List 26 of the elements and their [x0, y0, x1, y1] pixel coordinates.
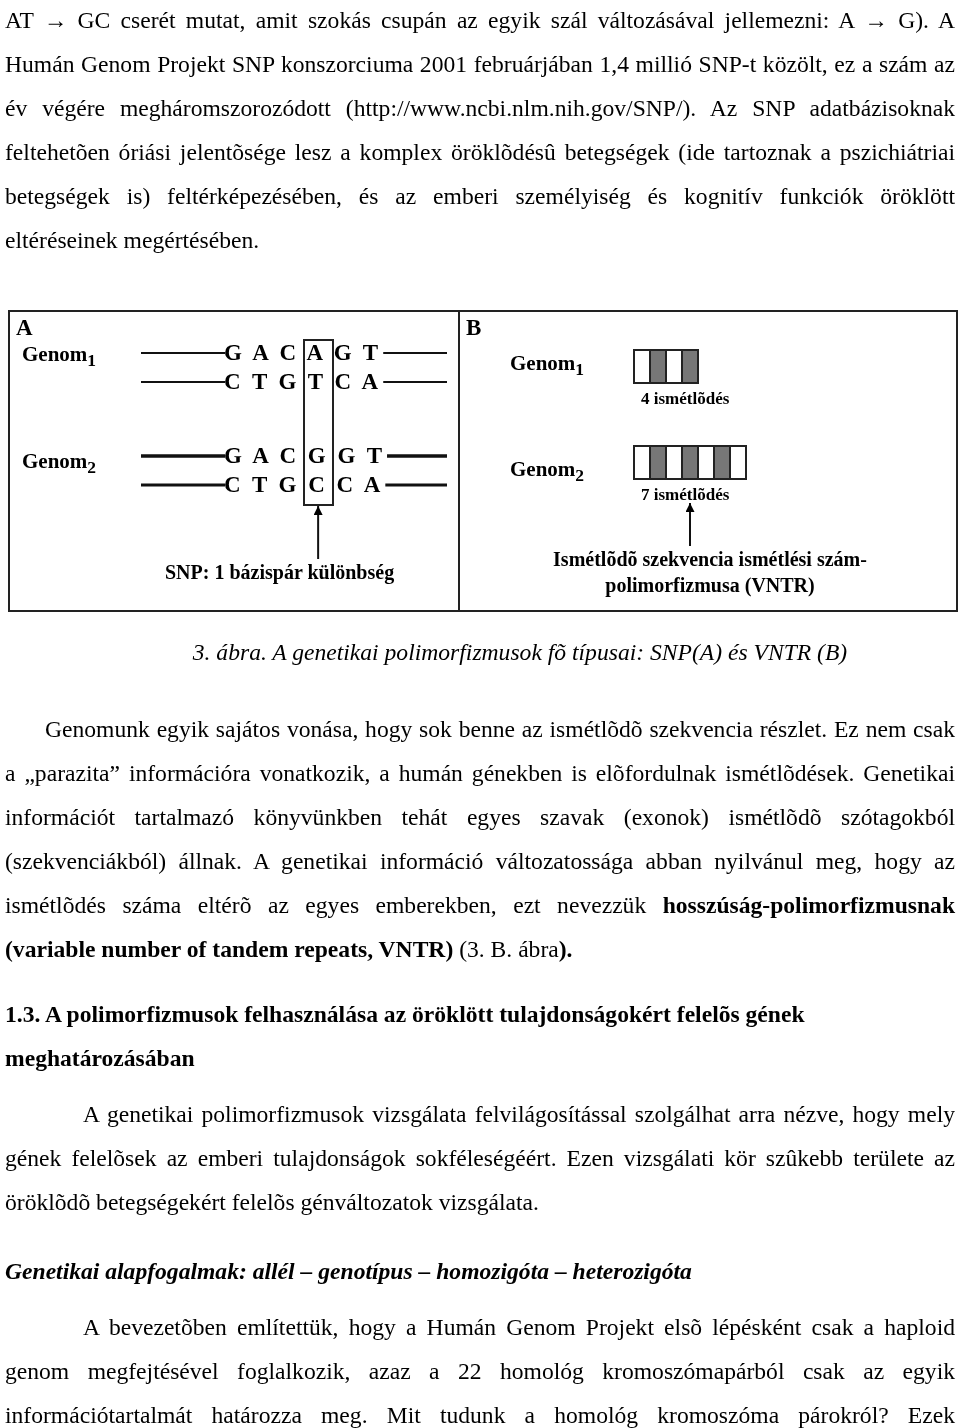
- genome-label: Genom$_{2}$: [510, 459, 585, 485]
- genome-label: Genom$_{1}$: [22, 344, 97, 370]
- figure-panel: [458, 310, 958, 612]
- repeat-count: 4 ismétlõdés: [641, 390, 730, 407]
- panel-letter: A: [16, 316, 33, 339]
- body-paragraph: A genetikai polimorfizmusok vizsgálata felvilágosítással szolgálhat arra nézve, hogy mely gének felelõsek az emberi tulajdonságok sokféleségéért. Ezen vizsgálati kör szûkebb területe az öröklõdõ betegségekért felelõs génváltozatok vizsgálata.: [5, 1100, 955, 1217]
- body-paragraph: Genomunk egyik sajátos vonása, hogy sok benne az ismétlõdõ szekvencia részlet. Ez nem csak a „parazita” információra vonatkozik, a humán génekben is elõfordulnak ismétlõdések. Genetikai információt tartalmazó könyvünkben tehát egyes szavak (exonok) ismétlõdõ szótagokból (szekvenciákból) állnak. A genetikai információ változatossága abban nyilvánul meg, hogy az ismétlõdés száma eltérõ az egyes emberekben, ezt nevezzük hosszúság-polimorfizmusnak (variable number of tandem repeats, VNTR) (3. B. ábra).: [5, 715, 955, 964]
- annotation-text: SNP: 1 bázispár különbség: [165, 559, 425, 585]
- dna-sequence: G A C A G T: [224, 341, 379, 364]
- annotation-text: Ismétlõdõ szekvencia ismétlési szám-polimorfizmusa (VNTR): [520, 546, 900, 598]
- highlight-frame: [302, 339, 334, 506]
- dna-sequence: C T G C C A: [224, 473, 381, 496]
- section-heading: Genetikai alapfogalmak: allél – genotípus – homozigóta – heterozigóta: [5, 1257, 693, 1286]
- arrow: [685, 502, 695, 547]
- section-heading: 1.3. A polimorfizmusok felhasználása az öröklött tulajdonságokért felelõs gének meghatározásában: [5, 1000, 806, 1073]
- arrow: [313, 505, 323, 560]
- panel-letter: B: [466, 316, 482, 339]
- figure-caption: 3. ábra. A genetikai polimorfizmusok fõ típusai: SNP(A) és VNTR (B): [191, 638, 849, 667]
- body-paragraph: AT → GC cserét mutat, amit szokás csupán az egyik szál változásával jellemezni: A → G). A Humán Genom Projekt SNP konszorciuma 2001 februárjában 1,4 millió SNP-t közölt, ez a szám az év végére megháromszorozódott (http://www.ncbi.nlm.nih.gov/SNP/). Az SNP adatbázisoknak feltehetõen óriási jelentõsége lesz a komplex öröklõdésû betegségek (ide tartoznak a pszichiátriai betegségek is) feltérképezésében, és az emberi személyiség és kognitív funkciók öröklött eltéréseinek megértésében.: [5, 6, 955, 255]
- repeat-count: 7 ismétlõdés: [641, 486, 730, 503]
- dna-sequence: C T G T C A: [224, 370, 379, 393]
- body-paragraph: A bevezetõben említettük, hogy a Humán Genom Projekt elsõ lépésként csak a haploid genom megfejtésével foglalkozik, azaz a 22 homológ kromoszómapárból csak az egyik információtartalmát határozza meg. Mit tudunk a homológ kromoszóma párokról? Ezek: [5, 1313, 955, 1428]
- dna-sequence: G A C G G T: [224, 444, 383, 467]
- genome-label: Genom$_{1}$: [510, 353, 585, 379]
- genome-label: Genom$_{2}$: [22, 451, 97, 477]
- figure-panel: [8, 310, 460, 612]
